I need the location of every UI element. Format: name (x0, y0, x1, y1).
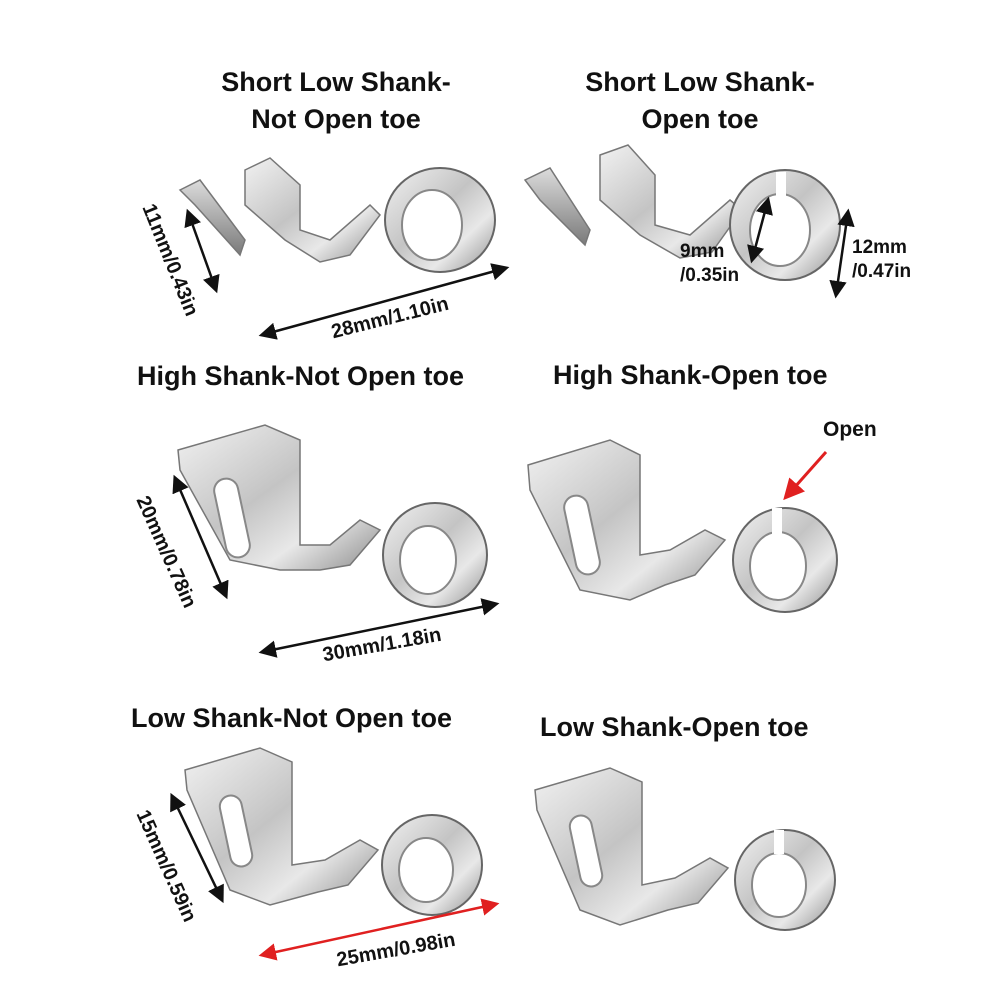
foot-low-not-open (184, 747, 483, 916)
title-line: Short Low Shank- (221, 67, 451, 97)
dim-arrow-width-3 (258, 598, 500, 658)
dim-line: 9mm (680, 241, 725, 262)
dim-line: /0.35in (680, 265, 740, 286)
foot-high-open (527, 439, 838, 613)
dim-arrow-width-1 (258, 263, 510, 340)
title-line: Not Open toe (251, 104, 421, 134)
dim-arrow-inner-2 (747, 196, 773, 264)
title-low-not-open: Low Shank-Not Open toe (131, 703, 452, 733)
title-high-open: High Shank-Open toe (553, 360, 828, 390)
open-callout-arrow (783, 451, 828, 501)
foot-low-open (534, 767, 836, 931)
dim-line: 12mm (852, 237, 907, 258)
title-low-open: Low Shank-Open toe (540, 712, 809, 742)
title-line: Open toe (641, 104, 759, 134)
foot-high-not-open (177, 424, 488, 608)
title-short-low-not-open: Short Low Shank- Not Open toe (221, 64, 451, 138)
title-line: Short Low Shank- (585, 67, 815, 97)
dim-line: /0.47in (852, 261, 912, 282)
open-callout-label: Open (823, 418, 877, 441)
foot-short-low-not-open (178, 157, 496, 273)
title-high-not-open: High Shank-Not Open toe (137, 361, 464, 391)
dim-arrow-outer-2 (829, 208, 855, 299)
dim-arrow-height-1 (184, 208, 220, 294)
title-short-low-open: Short Low Shank- Open toe (585, 64, 815, 138)
dim-arrow-height-3 (172, 474, 229, 600)
dim-arrow-height-5 (170, 792, 224, 904)
dim-arrow-width-5 (258, 898, 500, 961)
dim-inner-short-low-open: 9mm /0.35in (680, 240, 739, 288)
dim-outer-short-low-open: 12mm /0.47in (852, 236, 911, 284)
